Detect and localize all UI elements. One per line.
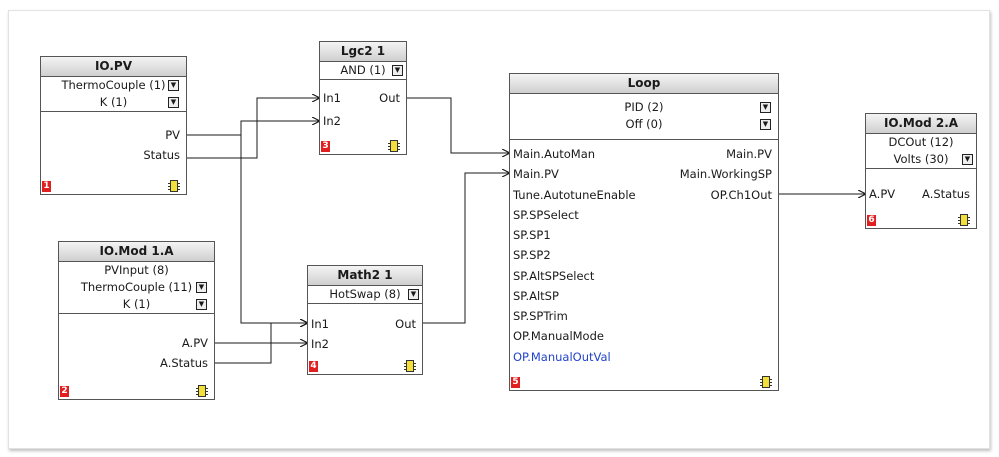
divider — [41, 111, 186, 112]
output-pin-out[interactable]: Out — [379, 91, 400, 105]
block-number-badge: 2 — [60, 386, 69, 397]
dropdown-arrow-icon[interactable]: ▼ — [196, 282, 207, 293]
function-block-chip-icon — [958, 214, 970, 226]
input-pin-op-manualoutval[interactable]: OP.ManualOutVal — [513, 350, 611, 364]
divider — [866, 168, 976, 169]
output-pin-out[interactable]: Out — [395, 317, 416, 331]
dropdown-arrow-icon[interactable]: ▼ — [168, 97, 179, 108]
wire-mod1a-status-to-math2-in1 — [214, 323, 307, 364]
wire-layer — [186, 11, 989, 364]
input-pin-sp-sptrim[interactable]: SP.SPTrim — [513, 309, 568, 323]
io-pv-block[interactable]: IO.PV ThermoCouple (1)▼ K (1)▼ PV Status… — [40, 56, 187, 195]
input-pin-in1[interactable]: In1 — [311, 317, 329, 331]
block-number-badge: 4 — [309, 361, 318, 372]
input-pin-sp-sp1[interactable]: SP.SP1 — [513, 228, 551, 242]
output-pin-apv[interactable]: A.PV — [181, 336, 208, 350]
output-pin-op-ch1out[interactable]: OP.Ch1Out — [710, 188, 772, 202]
output-pin-astatus[interactable]: A.Status — [160, 356, 208, 370]
param-io-type[interactable]: PVInput (8) — [104, 263, 169, 277]
param-function[interactable]: HotSwap (8)▼ — [308, 286, 422, 303]
divider — [308, 303, 422, 304]
loop-block[interactable]: Loop PID (2)▼ Off (0)▼ Main.AutoMan Main… — [509, 73, 779, 391]
function-block-chip-icon — [388, 140, 400, 152]
param-mode[interactable]: Off (0)▼ — [510, 116, 778, 133]
block-title: Loop — [510, 74, 778, 94]
dropdown-arrow-icon[interactable]: ▼ — [760, 102, 771, 113]
function-block-chip-icon — [404, 360, 416, 372]
block-title: Math2 1 — [308, 266, 422, 286]
divider — [510, 139, 778, 140]
wire-iopv-pv-to-math2-in1 — [240, 135, 307, 323]
input-pin-apv[interactable]: A.PV — [869, 187, 896, 201]
output-pin-astatus[interactable]: A.Status — [922, 187, 970, 201]
lgc2-block[interactable]: Lgc2 1 AND (1)▼ In1 In2 Out 3 — [319, 41, 407, 155]
param-operator[interactable]: AND (1)▼ — [320, 62, 406, 79]
wire-iopv-status-to-lgc2-in1 — [186, 98, 319, 159]
param-io-type[interactable]: DCOut (12) — [888, 135, 954, 149]
input-pin-in2[interactable]: In2 — [311, 337, 329, 351]
input-pin-op-manualmode[interactable]: OP.ManualMode — [513, 329, 604, 343]
math2-block[interactable]: Math2 1 HotSwap (8)▼ In1 In2 Out 4 — [307, 265, 423, 375]
param-output-units[interactable]: Volts (30)▼ — [866, 151, 976, 168]
block-title: Lgc2 1 — [320, 42, 406, 62]
param-sensor-type[interactable]: ThermoCouple (1)▼ — [41, 77, 186, 94]
input-pin-sp-altsp[interactable]: SP.AltSP — [513, 289, 559, 303]
dropdown-arrow-icon[interactable]: ▼ — [760, 119, 771, 130]
input-pin-in1[interactable]: In1 — [323, 91, 341, 105]
output-pin-main-workingsp[interactable]: Main.WorkingSP — [679, 167, 772, 181]
block-number-badge: 3 — [321, 141, 330, 152]
input-pin-tune-autotuneenable[interactable]: Tune.AutotuneEnable — [513, 188, 636, 202]
function-block-chip-icon — [168, 180, 180, 192]
input-pin-main-automan[interactable]: Main.AutoMan — [513, 147, 596, 161]
io-mod1a-block[interactable]: IO.Mod 1.A PVInput (8) ThermoCouple (11)… — [58, 241, 215, 400]
dropdown-arrow-icon[interactable]: ▼ — [962, 154, 973, 165]
diagram-canvas: IO.PV ThermoCouple (1)▼ K (1)▼ PV Status… — [8, 10, 990, 449]
input-pin-sp-altspselect[interactable]: SP.AltSPSelect — [513, 269, 595, 283]
dropdown-arrow-icon[interactable]: ▼ — [168, 80, 179, 91]
function-block-chip-icon — [196, 385, 208, 397]
block-number-badge: 1 — [42, 181, 51, 192]
output-pin-status[interactable]: Status — [143, 148, 180, 162]
wire-iopv-pv-to-lgc2-in2 — [186, 121, 319, 136]
block-number-badge: 6 — [867, 215, 876, 226]
dropdown-arrow-icon[interactable]: ▼ — [196, 299, 207, 310]
input-pin-in2[interactable]: In2 — [323, 114, 341, 128]
input-pin-sp-sp2[interactable]: SP.SP2 — [513, 248, 551, 262]
divider — [320, 79, 406, 80]
dropdown-arrow-icon[interactable]: ▼ — [392, 65, 403, 76]
block-title: IO.Mod 1.A — [59, 242, 214, 262]
block-title: IO.Mod 2.A — [866, 114, 976, 134]
block-title: IO.PV — [41, 57, 186, 77]
param-sensor-type[interactable]: ThermoCouple (11)▼ — [59, 279, 214, 296]
divider — [59, 313, 214, 314]
output-pin-main-pv[interactable]: Main.PV — [726, 147, 772, 161]
param-control-type[interactable]: PID (2)▼ — [510, 99, 778, 116]
input-pin-main-pv[interactable]: Main.PV — [513, 167, 559, 181]
wire-math2-out-to-loop-mainpv — [422, 173, 509, 324]
wire-lgc2-out-to-loop-automan — [406, 97, 509, 153]
input-pin-sp-spselect[interactable]: SP.SPSelect — [513, 208, 579, 222]
io-mod2a-block[interactable]: IO.Mod 2.A DCOut (12) Volts (30)▼ A.PV A… — [865, 113, 977, 229]
function-block-chip-icon — [760, 376, 772, 388]
param-tc-type[interactable]: K (1)▼ — [41, 94, 186, 111]
block-number-badge: 5 — [511, 377, 520, 388]
output-pin-pv[interactable]: PV — [165, 128, 180, 142]
param-tc-type[interactable]: K (1)▼ — [59, 296, 214, 313]
dropdown-arrow-icon[interactable]: ▼ — [408, 289, 419, 300]
